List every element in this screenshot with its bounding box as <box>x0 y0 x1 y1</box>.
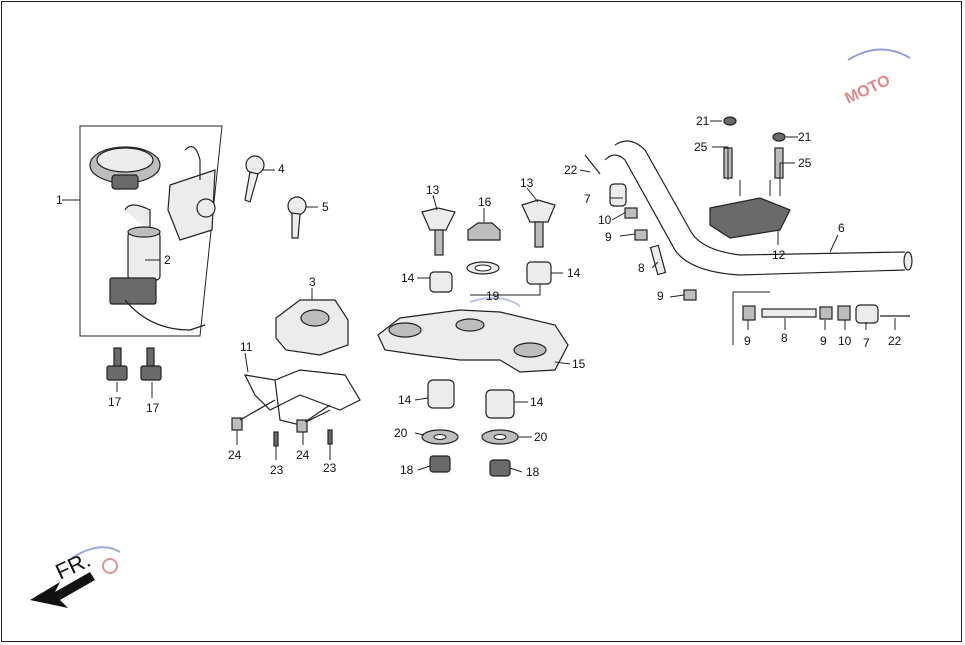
callout-c9b: 9 <box>657 289 664 303</box>
callout-c25b: 25 <box>798 156 812 170</box>
front-direction-indicator: FR. <box>30 547 95 608</box>
callout-c12: 12 <box>772 248 786 262</box>
watermark-logo-center <box>469 296 521 307</box>
callout-c10b: 10 <box>838 334 852 348</box>
callout-c18b: 18 <box>526 465 540 479</box>
callout-c21b: 21 <box>798 130 812 144</box>
callout-c6: 6 <box>838 221 845 235</box>
key-set <box>244 155 307 239</box>
callout-c23a: 23 <box>270 463 284 477</box>
callout-c9c: 9 <box>744 334 751 348</box>
callout-c16: 16 <box>478 195 492 209</box>
mounting-bracket <box>231 369 361 447</box>
watermark-logo-bottom-left <box>71 546 121 574</box>
callout-c11: 11 <box>240 340 253 354</box>
callout-c14a: 14 <box>401 271 415 285</box>
callout-c19: 19 <box>486 289 500 303</box>
callout-c9a: 9 <box>605 230 612 244</box>
callout-c8b: 8 <box>781 331 788 345</box>
callout-c4: 4 <box>278 162 285 176</box>
callout-c13a: 13 <box>426 183 440 197</box>
callout-c10a: 10 <box>598 213 612 227</box>
handlebar-assembly <box>584 116 913 345</box>
callout-c15: 15 <box>572 357 586 371</box>
steering-stem-assembly <box>377 199 569 477</box>
callout-c5: 5 <box>322 200 329 214</box>
leader-lines <box>116 120 896 473</box>
callout-c8a: 8 <box>638 261 645 275</box>
callout-c9d: 9 <box>820 334 827 348</box>
callout-c14d: 14 <box>530 395 544 409</box>
callout-c20b: 20 <box>534 430 548 444</box>
ignition-lock-set <box>62 125 223 381</box>
callout-c7a: 7 <box>584 192 591 206</box>
steering-stem-cover <box>275 299 349 356</box>
callout-c22b: 22 <box>888 334 902 348</box>
callout-c20a: 20 <box>394 426 408 440</box>
callout-c23b: 23 <box>323 461 337 475</box>
watermark-logo-top-right: MOTO <box>843 48 911 108</box>
callout-c2: 2 <box>164 253 171 267</box>
callout-c17b: 17 <box>146 401 160 415</box>
callout-c1: 1 <box>56 193 63 207</box>
callout-c24a: 24 <box>228 448 242 462</box>
callout-c13b: 13 <box>520 176 534 190</box>
callout-c21a: 21 <box>696 114 710 128</box>
callout-c3: 3 <box>309 275 316 289</box>
callout-c14c: 14 <box>398 393 412 407</box>
callout-c24b: 24 <box>296 448 310 462</box>
callout-c7b: 7 <box>863 336 870 350</box>
callout-c22a: 22 <box>564 163 578 177</box>
callout-c17a: 17 <box>108 395 122 409</box>
callout-c14b: 14 <box>567 266 581 280</box>
svg-text:MOTO: MOTO <box>843 72 893 108</box>
callout-c18a: 18 <box>400 463 414 477</box>
callout-c25a: 25 <box>694 140 708 154</box>
front-arrow-icon <box>30 572 95 608</box>
